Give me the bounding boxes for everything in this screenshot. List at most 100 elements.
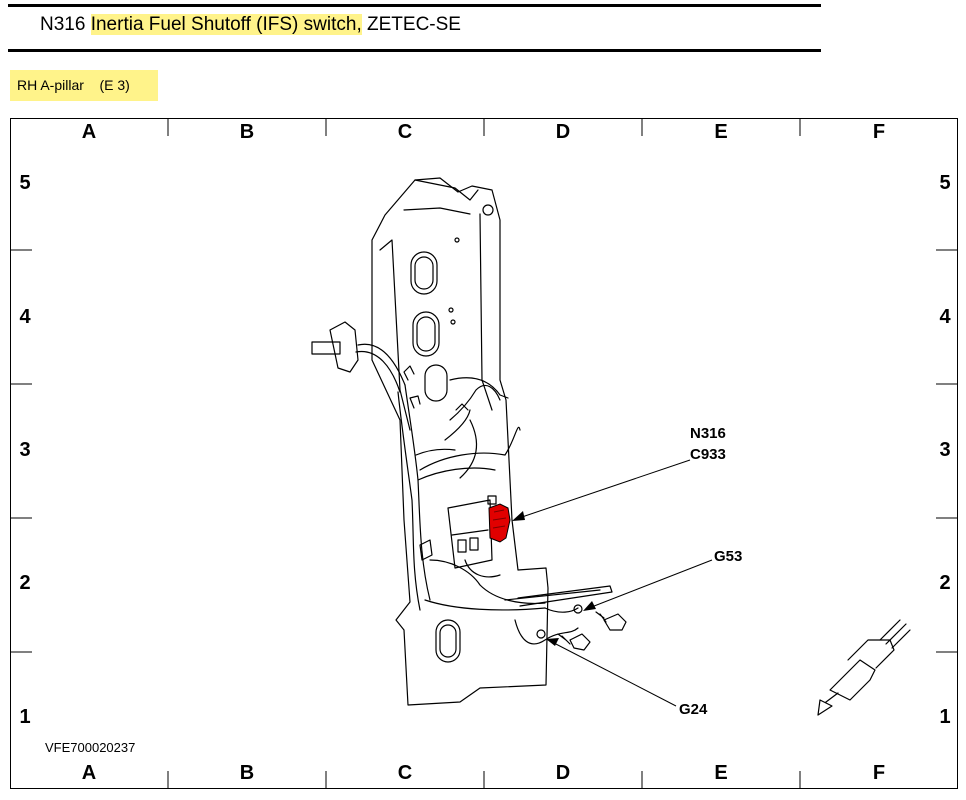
switch-terminal — [469, 537, 479, 551]
inertia-switch — [488, 503, 511, 543]
grommet-stud — [311, 341, 341, 355]
pillar-slot-inner — [416, 316, 436, 352]
column-labels-top: A B C D E F — [82, 121, 885, 143]
connector-clip — [487, 495, 497, 505]
column-label: D — [556, 121, 570, 143]
g53-label: G53 — [714, 548, 742, 565]
leader-arrowheads — [512, 511, 596, 646]
ground-wire — [544, 607, 579, 613]
harness-line — [355, 350, 401, 393]
sill-bracket-edge — [504, 589, 601, 601]
row-label: 3 — [19, 439, 30, 461]
arrow-icon — [817, 699, 833, 716]
g24-leader-line — [551, 641, 677, 707]
pillar-slot — [412, 311, 440, 357]
ground-bolt — [569, 633, 591, 651]
harness-line — [419, 426, 521, 471]
harness-line — [404, 384, 431, 601]
row-label: 5 — [939, 172, 950, 194]
row-labels-right: 5 4 3 2 1 — [939, 172, 951, 728]
column-label: C — [398, 121, 412, 143]
header-top-rule — [8, 4, 821, 7]
column-label: B — [240, 762, 254, 784]
harness-line — [424, 599, 546, 611]
row-label: 4 — [939, 306, 951, 328]
row-label: 1 — [19, 706, 30, 728]
c933-label: C933 — [690, 446, 726, 463]
figure-id: VFE700020237 — [45, 740, 135, 755]
component-code: N316 — [40, 14, 86, 35]
location-grid: (E 3) — [99, 77, 130, 93]
n316-label: N316 — [690, 425, 726, 442]
harness-clip — [403, 365, 415, 381]
harness-line — [459, 419, 478, 479]
row-label: 2 — [939, 572, 950, 594]
pillar-slot — [424, 364, 448, 402]
pillar-top-edge — [414, 179, 479, 201]
location-badge: RH A-pillar (E 3) — [10, 70, 158, 101]
row-label: 2 — [19, 572, 30, 594]
column-label: A — [82, 121, 96, 143]
harness-line — [417, 467, 496, 481]
arrow-icon — [583, 601, 596, 611]
column-label: C — [398, 762, 412, 784]
harness-clip — [455, 403, 469, 411]
harness-clip — [409, 395, 421, 409]
column-label: F — [873, 762, 885, 784]
harness-line — [415, 448, 456, 456]
arrow-icon — [546, 638, 559, 646]
pillar-hole — [450, 319, 456, 325]
switch-bracket — [447, 499, 493, 569]
pillar-slot — [435, 619, 461, 663]
row-label: 5 — [19, 172, 30, 194]
column-label: A — [82, 762, 96, 784]
harness-line — [444, 409, 471, 441]
location-area: RH A-pillar — [17, 77, 84, 93]
arrow-icon — [512, 511, 525, 521]
ground-eyelet — [536, 629, 546, 639]
inertia-switch-ribs — [492, 509, 507, 529]
grid-ticks — [10, 118, 958, 789]
harness-line — [397, 391, 421, 611]
row-labels-left: 5 4 3 2 1 — [19, 172, 31, 728]
connector-icon-wires — [879, 619, 911, 649]
pillar-slot-inner — [414, 256, 434, 290]
column-label: E — [714, 762, 727, 784]
row-label: 3 — [939, 439, 950, 461]
leader-lines — [518, 459, 713, 707]
header-bottom-rule — [8, 49, 821, 52]
switch-bracket-detail — [451, 529, 489, 536]
ground-wire — [514, 619, 579, 645]
ground-bolt-thread — [595, 611, 607, 623]
switch-terminal — [457, 539, 467, 553]
model-name: ZETEC-SE — [367, 14, 461, 35]
harness-line — [429, 559, 546, 605]
column-label: D — [556, 762, 570, 784]
harness-line — [449, 385, 501, 421]
pillar-slot-inner — [439, 624, 457, 658]
inertia-switch-body — [488, 503, 511, 543]
n316-leader-line — [518, 459, 691, 519]
harness-line — [357, 343, 406, 386]
column-label: E — [714, 121, 727, 143]
connector-icon-plug — [847, 639, 895, 669]
pillar-outline — [371, 177, 549, 706]
harness-line — [464, 559, 501, 578]
ground-bolt — [603, 613, 627, 631]
page-title: N316 Inertia Fuel Shutoff (IFS) switch, … — [40, 14, 461, 36]
pillar-slot — [410, 251, 438, 295]
pillar-hole — [482, 204, 494, 216]
pillar-hole — [454, 237, 460, 243]
g24-label: G24 — [679, 701, 708, 718]
g53-leader-line — [588, 559, 713, 609]
harness-clip — [419, 539, 433, 561]
sill-bracket — [517, 585, 613, 607]
row-label: 4 — [19, 306, 31, 328]
pillar-inner-edge — [403, 207, 471, 215]
component-name: Inertia Fuel Shutoff (IFS) switch, — [90, 14, 362, 35]
pillar-hole — [448, 307, 454, 313]
ground-eyelet — [573, 604, 583, 614]
callout-labels: N316 C933 G53 G24 — [679, 425, 742, 718]
pillar-flange — [379, 239, 411, 431]
